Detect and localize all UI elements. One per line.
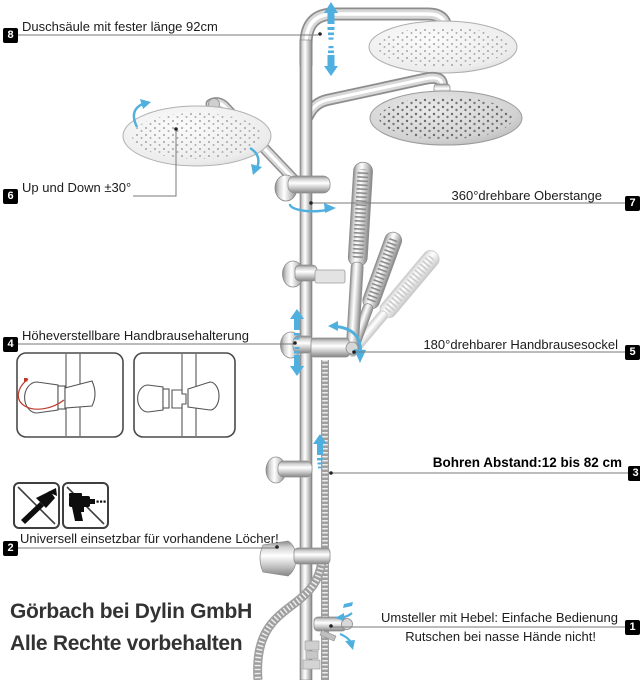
- hand-shower-socket: [280, 331, 359, 359]
- no-hammer-icon: [13, 482, 60, 529]
- leader-lines: [13, 34, 628, 628]
- tilt-arrow-up-icon: [132, 99, 151, 128]
- callout-label-7: 360°drehbare Oberstange: [451, 188, 602, 203]
- mounting-instruction-box-2: [133, 352, 236, 438]
- callout-badge-5: 5: [625, 345, 640, 360]
- leader-dots: [174, 32, 356, 628]
- callout-badge-8: 8: [3, 28, 18, 43]
- up-arrow-top-icon: [324, 2, 338, 40]
- wall-bracket-top: [274, 174, 331, 202]
- rain-shower-head-middle-icon: [369, 90, 523, 146]
- down-arrow-slider-icon: [290, 347, 304, 376]
- rights-notice: Alle Rechte vorbehalten: [10, 632, 243, 655]
- callout-badge-4: 4: [3, 337, 18, 352]
- callout-label-8: Duschsäule mit fester länge 92cm: [22, 19, 218, 34]
- callout-label-1-line2: Rutschen bei nasse Hände nicht!: [405, 629, 596, 644]
- callout-badge-7: 7: [625, 196, 640, 211]
- callout-badge-3: 3: [628, 466, 640, 481]
- mounting-instruction-box-1: [16, 352, 124, 438]
- rotate-360-arrow-icon: [288, 203, 336, 213]
- callout-label-6: Up und Down ±30°: [22, 180, 132, 195]
- company-name: Görbach bei Dylin GmbH: [10, 600, 252, 623]
- diverter-toggle-arrow-down-icon: [339, 632, 355, 650]
- callout-label-1-line1: Umsteller mit Hebel: Einfache Bedienung: [380, 610, 618, 625]
- callout-label-3: Bohren Abstand:12 bis 82 cm: [432, 455, 622, 470]
- wall-bracket-middle: [282, 260, 346, 288]
- no-drill-icon: [62, 482, 109, 529]
- callout-label-5: 180°drehbarer Handbrausesockel: [423, 337, 618, 352]
- diverter-toggle-arrow-up-icon: [335, 602, 353, 621]
- callout-label-4: Höheverstellbare Handbrausehalterung: [22, 328, 249, 343]
- down-arrow-top-icon: [324, 46, 338, 76]
- up-arrow-slider-icon: [290, 309, 304, 340]
- tilt-arrow-down-icon: [249, 146, 262, 175]
- rain-shower-head-left-icon: [122, 105, 272, 167]
- shower-hose: [253, 360, 329, 680]
- callout-badge-2: 2: [3, 541, 18, 556]
- callout-badge-6: 6: [3, 189, 18, 204]
- company-notice: Görbach bei Dylin GmbH Alle Rechte vorbe…: [10, 601, 252, 654]
- callout-badge-1: 1: [625, 620, 640, 635]
- up-arrow-bottom-icon: [313, 434, 327, 469]
- wall-bracket-lower: [265, 456, 313, 484]
- rain-shower-head-top-icon: [368, 20, 518, 74]
- hand-shower-holder-bottom: [259, 540, 331, 577]
- callout-label-2: Universell einsetzbar für vorhandene Löc…: [20, 531, 279, 546]
- twist-to-lock-arrow-icon: [17, 378, 65, 410]
